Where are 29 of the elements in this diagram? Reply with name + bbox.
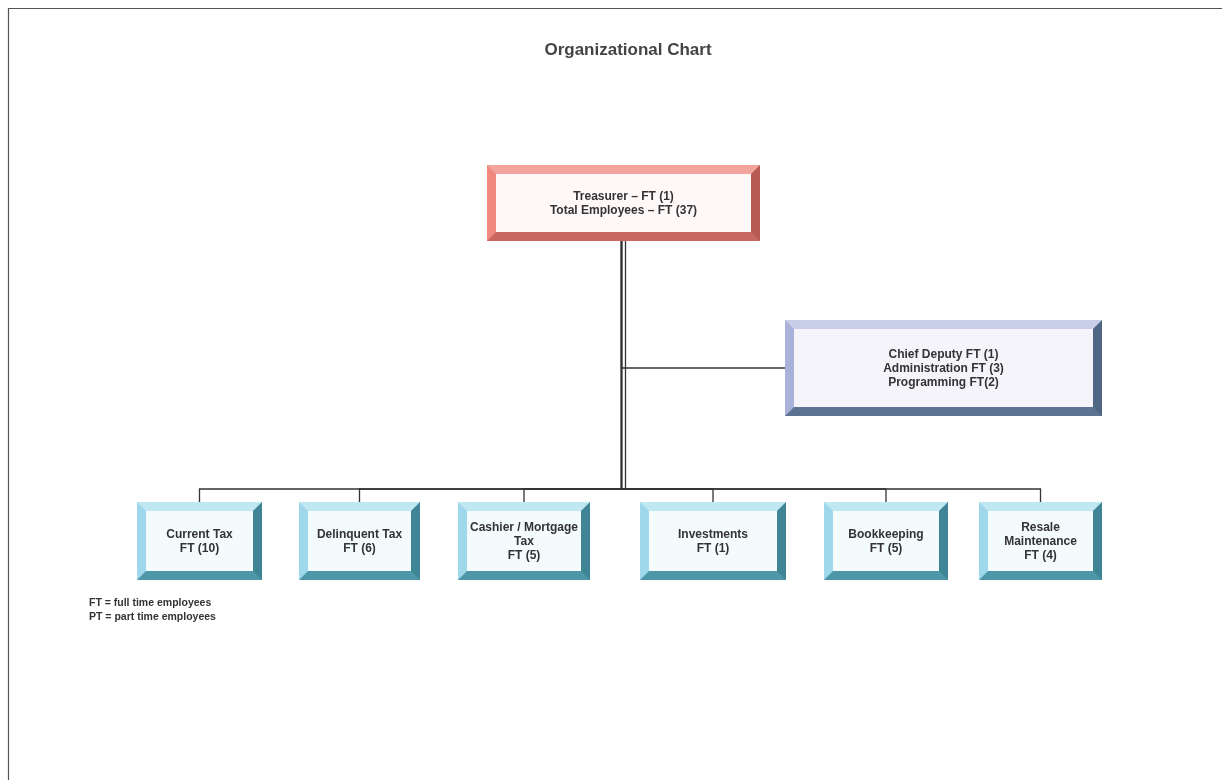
unit-text: FT (6) <box>343 541 376 555</box>
unit-text: Treasurer – FT (1) <box>573 189 674 203</box>
chart-title: Organizational Chart <box>543 40 713 60</box>
unit-text: FT (10) <box>179 541 220 555</box>
unit-text: FT (4) <box>1024 548 1057 562</box>
org-unit-box <box>640 502 786 580</box>
unit-text: Current Tax <box>166 527 233 541</box>
unit-text: FT (5) <box>869 541 903 555</box>
unit-text: Delinquent Tax <box>316 527 403 541</box>
org-unit-box <box>458 502 590 580</box>
unit-text: Administration FT (3) <box>883 361 1004 375</box>
org-unit-box <box>487 165 760 241</box>
unit-text: Investments <box>678 527 748 541</box>
legend-note: FT = full time employees <box>89 596 212 608</box>
unit-text: Resale Maintenance <box>1003 520 1078 548</box>
unit-text: FT (5) <box>507 548 541 562</box>
unit-text: Total Employees – FT (37) <box>549 203 698 217</box>
connector-line <box>620 240 1042 503</box>
legend-note: PT = part time employees <box>89 610 216 622</box>
unit-text: Chief Deputy FT (1) <box>888 347 999 361</box>
org-unit-box <box>979 502 1102 580</box>
unit-text: Cashier / Mortgage Tax <box>469 520 579 548</box>
unit-text: Bookkeeping <box>848 527 924 541</box>
unit-text: Programming FT(2) <box>888 375 999 389</box>
org-unit-box <box>137 502 262 580</box>
org-unit-box <box>299 502 420 580</box>
org-unit-box <box>824 502 948 580</box>
org-unit-box <box>785 320 1102 416</box>
unit-text: FT (1) <box>696 541 730 555</box>
